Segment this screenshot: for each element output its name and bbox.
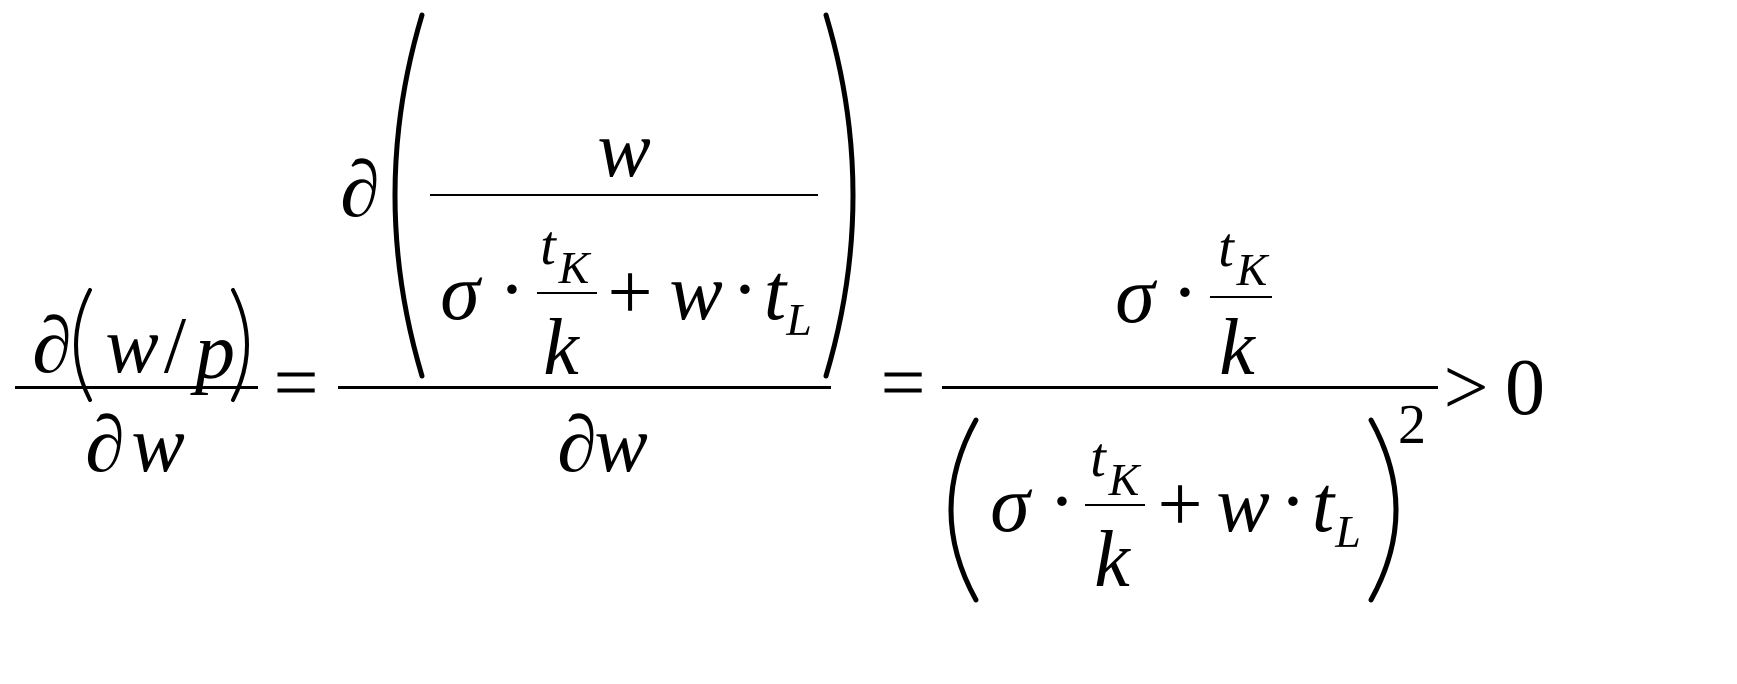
rhs-num-k: k: [1219, 304, 1255, 392]
middle-w: w: [669, 249, 723, 337]
middle-inner-numerator-w: w: [597, 106, 651, 194]
lhs-slash: /: [163, 302, 187, 390]
equals-sign-2: =: [880, 339, 926, 427]
lhs-partial: ∂: [32, 302, 72, 390]
lhs-p: p: [195, 308, 235, 396]
middle-inner-fraction-bar: [430, 194, 818, 196]
middle-dot-1: ·: [498, 246, 526, 334]
rhs-den-subscript-k: K: [1108, 454, 1140, 505]
middle-t-k: t: [540, 215, 556, 277]
middle-den-partial: ∂: [557, 401, 597, 489]
equals-sign-1: =: [273, 339, 319, 427]
middle-dot-2: ·: [731, 246, 759, 334]
rhs-num-t: t: [1218, 217, 1234, 279]
rhs-den-w: w: [1216, 461, 1270, 549]
greater-than-sign: >: [1443, 344, 1489, 432]
rhs-den-dot-2: ·: [1279, 458, 1307, 546]
lhs-fraction-bar: [15, 386, 258, 389]
rhs-den-k: k: [1094, 516, 1130, 604]
rhs-exponent: 2: [1398, 394, 1426, 456]
middle-right-parenthesis: [823, 12, 856, 379]
lhs-den-partial: ∂: [85, 401, 125, 489]
rhs-num-dot: ·: [1171, 249, 1199, 337]
middle-fraction-bar: [338, 386, 831, 389]
rhs-num-sigma: σ: [1115, 252, 1155, 340]
rhs-num-subscript-k: K: [1236, 244, 1268, 295]
rhs-fraction-bar: [942, 386, 1438, 389]
rhs-den-t-l: t: [1311, 461, 1335, 549]
lhs-w: w: [105, 302, 159, 390]
rhs-den-small-fraction-bar: [1085, 504, 1145, 506]
middle-sigma: σ: [440, 249, 480, 337]
middle-partial: ∂: [340, 146, 380, 234]
middle-subscript-k: K: [558, 242, 590, 293]
middle-plus: +: [607, 249, 653, 337]
rhs-num-small-fraction-bar: [1210, 296, 1272, 298]
rhs-den-plus: +: [1157, 461, 1203, 549]
rhs-den-sigma: σ: [990, 461, 1030, 549]
middle-k: k: [543, 304, 579, 392]
lhs-den-w: w: [131, 401, 185, 489]
rhs-den-left-parenthesis: [948, 417, 979, 603]
middle-den-w: w: [594, 401, 648, 489]
middle-small-fraction-bar: [537, 292, 597, 294]
rhs-den-subscript-l: L: [1335, 506, 1361, 557]
rhs-den-right-parenthesis: [1368, 417, 1399, 603]
rhs-den-dot: ·: [1048, 458, 1076, 546]
rhs-den-t: t: [1090, 427, 1106, 489]
lhs-left-parenthesis: [74, 288, 92, 402]
middle-t-l: t: [763, 249, 787, 337]
middle-left-parenthesis: [392, 12, 425, 379]
zero: 0: [1505, 344, 1545, 432]
middle-subscript-l: L: [786, 294, 812, 345]
lhs-right-parenthesis: [231, 288, 249, 402]
